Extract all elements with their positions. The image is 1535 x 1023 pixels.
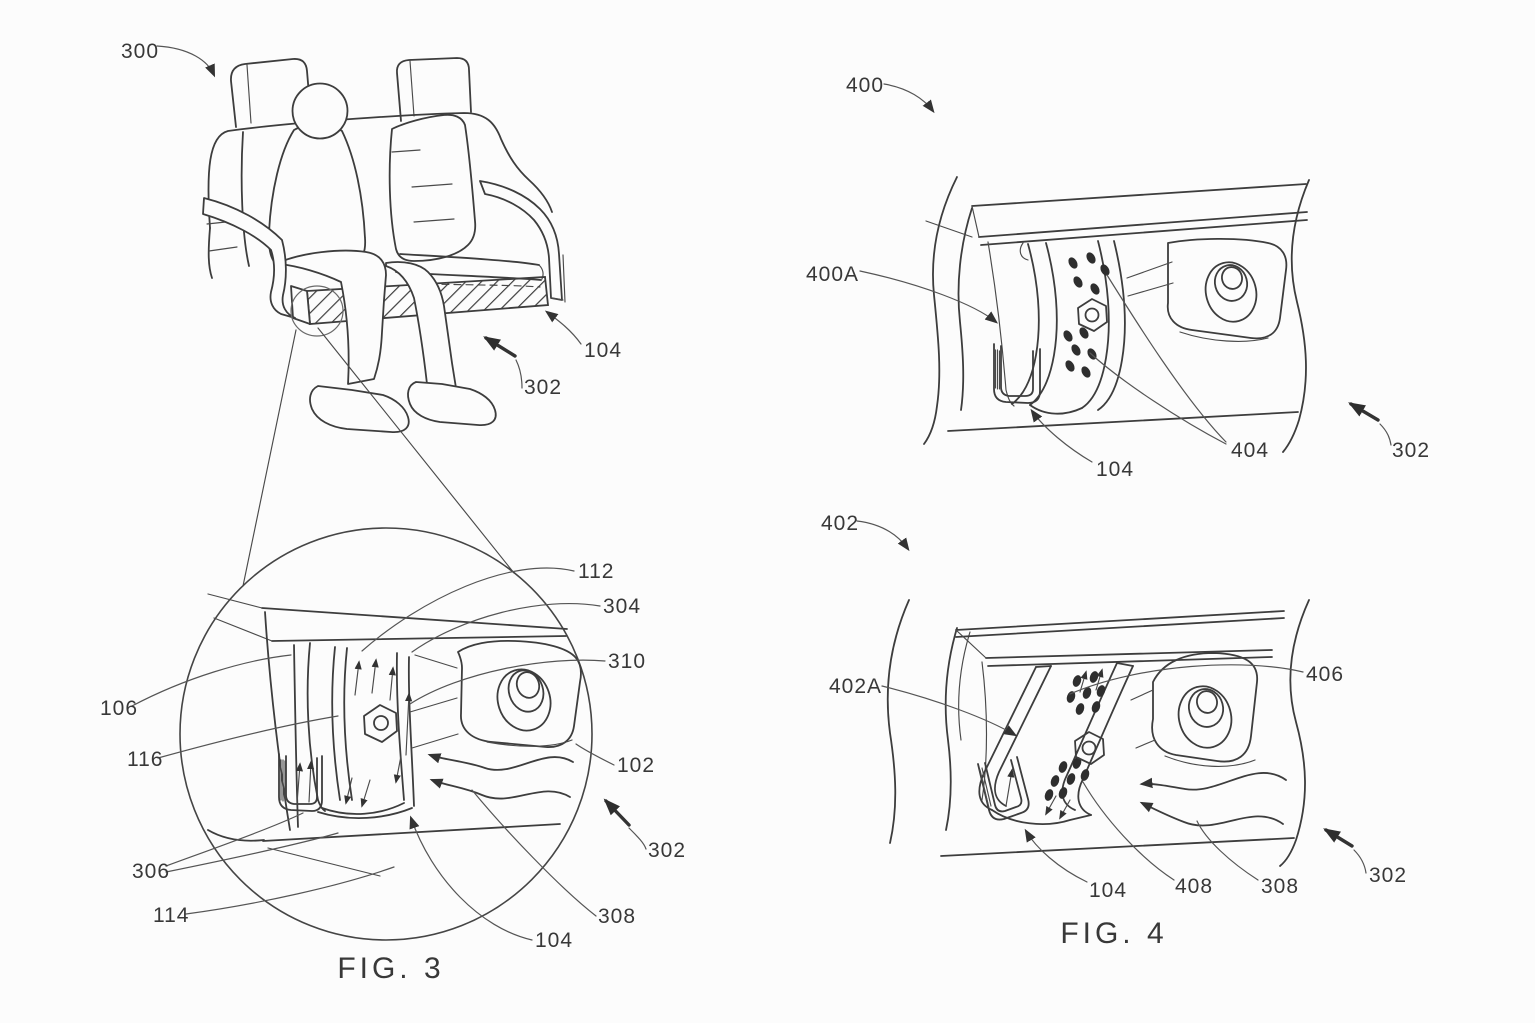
ref-label-300: 300 (121, 40, 159, 63)
ref-label-308-fig3: 308 (598, 905, 636, 928)
magnifier-cone-line-left (242, 329, 297, 587)
fig4-caption: FIG. 4 (1060, 917, 1167, 950)
fig4-upper-strap (1011, 240, 1126, 415)
ref-label-106: 106 (100, 697, 138, 720)
ref-label-104-seat: 104 (584, 339, 622, 362)
left-headrest (230, 58, 312, 128)
fig4-lower-airflow-arrows (1139, 772, 1287, 827)
fig3-absorber-strap (306, 642, 415, 819)
ref-label-408: 408 (1175, 875, 1213, 898)
ref-label-402: 402 (821, 512, 859, 535)
ref-label-116: 116 (127, 748, 163, 771)
fig3-detail-view (179, 527, 593, 941)
fig3-caption: FIG. 3 (337, 952, 444, 985)
seat-overview-callouts: 300 104 302 (121, 40, 622, 399)
fig4-upper-pocket (993, 343, 1041, 404)
ref-label-104-fig4-upper: 104 (1096, 458, 1134, 481)
ref-label-304: 304 (603, 595, 641, 618)
arrow-302-fig4-upper (1348, 402, 1380, 422)
fig4-upper-anchor-plate (1126, 237, 1288, 342)
ref-label-112: 112 (578, 560, 614, 583)
fig4-lower-callouts: 402 402A 406 104 408 308 302 (821, 512, 1407, 902)
occupant-near-leg (279, 249, 387, 385)
hex-fastener-lower (1074, 731, 1105, 765)
occupant-far-leg (385, 261, 457, 394)
fig4-lower-pocket (977, 756, 1030, 821)
fig3-anchor-plate (409, 639, 582, 749)
magnifier-cone-line-right (317, 327, 515, 574)
occupant-far-shoe (407, 381, 497, 426)
right-headrest (396, 57, 472, 122)
ref-label-308-fig4-lower: 308 (1261, 875, 1299, 898)
arrow-302-fig4-lower (1323, 828, 1354, 848)
detail-source-circle (290, 285, 344, 337)
ref-label-404: 404 (1231, 439, 1269, 462)
ref-label-306: 306 (132, 860, 170, 883)
ref-label-104-fig3: 104 (535, 929, 573, 952)
seated-occupant-figure (267, 82, 497, 433)
left-armrest (202, 197, 296, 319)
ref-label-310: 310 (608, 650, 646, 673)
ref-label-406: 406 (1306, 663, 1344, 686)
seat-overview-illustration (202, 57, 566, 587)
ref-label-104-fig4-lower: 104 (1089, 879, 1127, 902)
fig4-upper-detail-view (923, 176, 1310, 453)
detail-circle-outline (179, 527, 593, 941)
ref-label-302-fig4-lower: 302 (1369, 864, 1407, 887)
fig3-detail-callouts: 112 304 310 102 302 308 104 114 306 116 … (100, 560, 686, 952)
hex-fastener-upper (1077, 298, 1108, 332)
occupant-head (291, 82, 349, 140)
ref-label-402A: 402A (829, 675, 882, 698)
ref-label-102: 102 (617, 754, 655, 777)
occupant-near-shoe (309, 385, 410, 433)
arrow-302-seat (483, 336, 517, 358)
fig4-lower-anchor-plate (1130, 652, 1258, 767)
fig3-airflow-arrows (427, 753, 574, 800)
hex-fastener (363, 704, 398, 743)
ref-label-114: 114 (153, 904, 189, 927)
fig4-lower-detail-view (886, 599, 1310, 867)
fig4-upper-callouts: 400 400A 104 404 302 (806, 74, 1430, 481)
ref-label-302-fig4-upper: 302 (1392, 439, 1430, 462)
fig4-lower-strap (978, 662, 1134, 825)
ref-label-400: 400 (846, 74, 884, 97)
seat-back-frame (207, 112, 553, 229)
ref-label-302-seat: 302 (524, 376, 562, 399)
ref-label-302-fig3: 302 (648, 839, 686, 862)
right-back-cushion (388, 113, 477, 262)
arrow-302-fig3 (603, 798, 631, 827)
ref-label-400A: 400A (806, 263, 859, 286)
fig3-retainer-pocket (278, 753, 323, 812)
